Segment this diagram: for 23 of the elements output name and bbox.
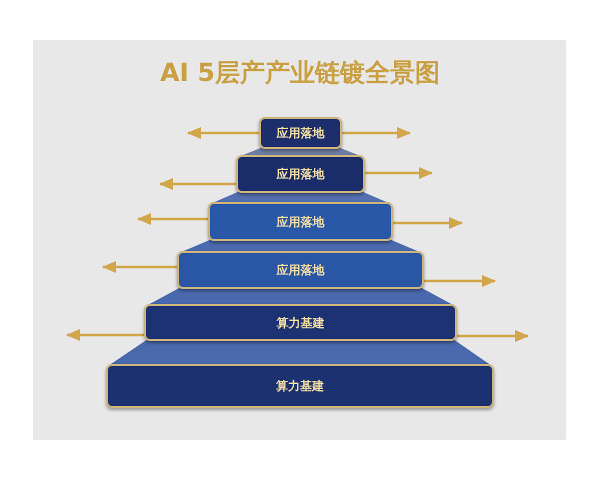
tier-box bbox=[236, 155, 365, 193]
arrow bbox=[424, 275, 496, 287]
arrow bbox=[66, 329, 144, 341]
tier-box bbox=[177, 251, 424, 289]
tier-label: 算力基建 bbox=[276, 380, 324, 392]
tier-box bbox=[259, 117, 342, 149]
tier-box bbox=[106, 364, 494, 408]
tier-label: 应用落地 bbox=[276, 216, 324, 228]
arrow bbox=[102, 261, 177, 273]
diagram-title: AI 5层产产业链镀全景图 bbox=[160, 60, 440, 85]
arrow bbox=[159, 178, 236, 190]
tier-box bbox=[208, 202, 393, 241]
tier-label: 应用落地 bbox=[276, 168, 324, 180]
tier-label: 算力基建 bbox=[276, 316, 324, 328]
arrow bbox=[457, 330, 529, 342]
tier-box bbox=[144, 304, 457, 341]
tier-label: 应用落地 bbox=[276, 264, 324, 276]
arrow bbox=[393, 217, 463, 229]
arrow bbox=[365, 167, 433, 179]
arrow bbox=[187, 127, 259, 139]
tier-label: 应用落地 bbox=[276, 127, 324, 139]
arrow bbox=[137, 213, 208, 225]
arrow bbox=[342, 127, 411, 139]
